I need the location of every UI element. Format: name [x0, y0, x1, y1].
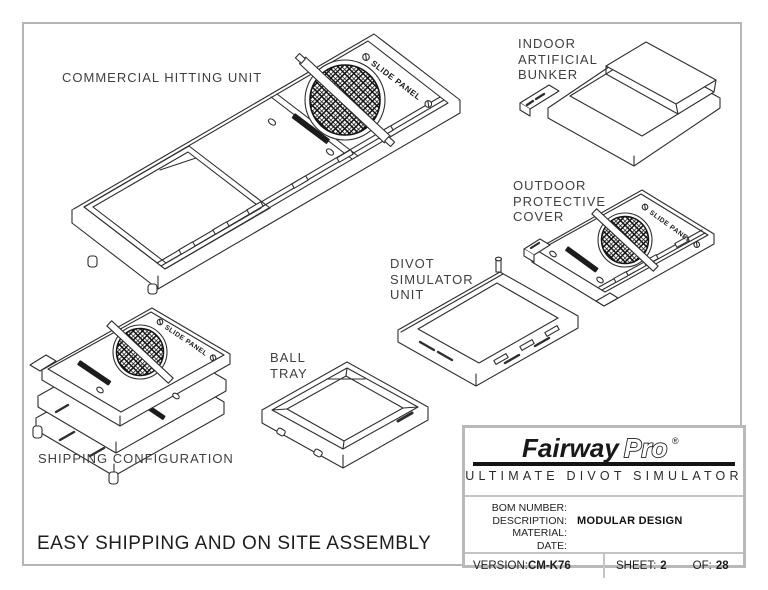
brand-strip — [291, 113, 330, 144]
turf-mesh-opening — [591, 208, 659, 272]
divot-simulator-unit-drawing — [397, 256, 579, 387]
title-block-subtitle: ULTIMATE DIVOT SIMULATOR — [465, 468, 743, 483]
label-line: BUNKER — [518, 67, 579, 82]
version-cell: VERSION: CM-K76 — [465, 554, 605, 578]
brand-strip — [77, 360, 112, 386]
sheet-label: SHEET: — [616, 560, 657, 572]
label-line: UNIT — [390, 287, 425, 302]
label-line: ARTIFICIAL — [518, 51, 598, 67]
label-line: OUTDOOR — [513, 178, 587, 193]
logo-fairway-text: Fairway — [522, 433, 620, 463]
label-shipping-configuration: SHIPPING CONFIGURATION — [38, 451, 234, 467]
logo-underline-rule — [473, 462, 735, 466]
label-line: DIVOT — [390, 256, 435, 271]
label-line: BALL — [270, 350, 306, 365]
logo-pro-text: Pro — [624, 433, 667, 463]
material-label: MATERIAL: — [512, 527, 567, 539]
sheet-cell: SHEET: 2 OF: 28 — [605, 560, 743, 572]
label-text: COMMERCIAL HITTING UNIT — [62, 70, 263, 85]
of-label: OF: — [692, 560, 712, 572]
title-block: Fairway Pro ® ULTIMATE DIVOT SIMULATOR B… — [462, 425, 746, 578]
title-block-logo-section: Fairway Pro ® ULTIMATE DIVOT SIMULATOR — [465, 428, 743, 495]
date-label: DATE: — [536, 539, 567, 552]
logo-registered-mark: ® — [672, 436, 679, 446]
label-commercial-hitting-unit: COMMERCIAL HITTING UNIT — [62, 70, 262, 86]
version-label: VERSION: — [473, 560, 528, 572]
label-line: PROTECTIVE — [513, 193, 607, 209]
sheet-total: 28 — [715, 560, 729, 572]
brand-strip — [565, 246, 599, 273]
label-divot-simulator-unit: DIVOT SIMULATOR UNIT — [390, 256, 474, 303]
sheet-number: 2 — [660, 560, 667, 572]
title-block-fields: BOM NUMBER: DESCRIPTION: MATERIAL: DATE:… — [465, 495, 743, 554]
label-line: INDOOR — [518, 36, 576, 51]
label-ball-tray: BALL TRAY — [270, 350, 308, 381]
label-text: SHIPPING CONFIGURATION — [38, 451, 234, 466]
bom-number-label: BOM NUMBER: — [491, 502, 567, 514]
label-line: SIMULATOR — [390, 271, 474, 287]
title-block-bottom-row: VERSION: CM-K76 SHEET: 2 OF: 28 — [465, 554, 743, 578]
ball-tray-drawing — [261, 361, 429, 469]
label-outdoor-protective-cover: OUTDOOR PROTECTIVE COVER — [513, 178, 606, 225]
label-indoor-artificial-bunker: INDOOR ARTIFICIAL BUNKER — [518, 36, 598, 83]
version-value: CM-K76 — [527, 560, 571, 572]
sheet-title: EASY SHIPPING AND ON SITE ASSEMBLY — [37, 533, 432, 554]
shipping-configuration-drawing: SLIDE PANEL — [29, 307, 231, 485]
description-value: MODULAR DESIGN — [577, 515, 683, 527]
outdoor-protective-cover-drawing: SLIDE PANEL — [523, 189, 715, 307]
field-labels: BOM NUMBER: DESCRIPTION: MATERIAL: DATE: — [465, 502, 567, 552]
label-line: COVER — [513, 209, 565, 224]
description-label: DESCRIPTION: — [492, 514, 567, 527]
label-line: TRAY — [270, 365, 308, 381]
fairwaypro-logo: Fairway Pro ® — [522, 432, 679, 464]
turf-mesh-opening — [294, 52, 396, 148]
turf-mesh-opening — [106, 320, 174, 384]
commercial-hitting-unit-drawing: SLIDE PANEL — [71, 33, 461, 295]
indoor-artificial-bunker-drawing — [519, 41, 721, 167]
